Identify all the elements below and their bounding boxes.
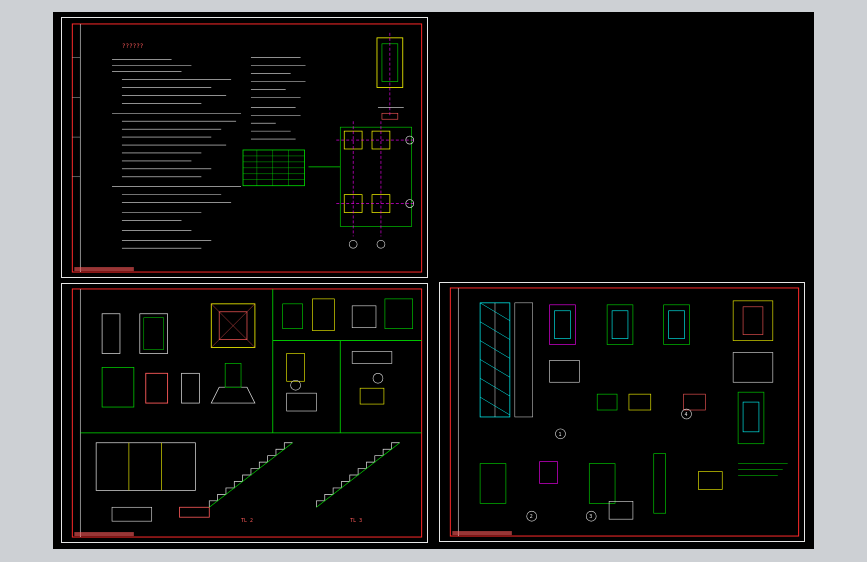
grid-bubble-a	[405, 135, 414, 145]
connection-details	[282, 298, 413, 412]
drawing-sheet-steel-details[interactable]: 1 2 3 4	[439, 282, 805, 542]
sheet-3-drawing: 1 2 3 4	[449, 287, 800, 537]
svg-text:4: 4	[685, 412, 688, 418]
grid-bubble-c	[348, 239, 358, 249]
stair-plan	[95, 442, 210, 522]
drawing-sheet-notes[interactable]: ??????	[61, 17, 428, 278]
detail-numbers: 1 2 3 4	[530, 412, 688, 520]
footing-details	[101, 303, 256, 408]
cad-model-viewport[interactable]: ??????	[53, 12, 814, 549]
sheet-3-title-block	[452, 531, 512, 536]
sheet-2-title-block	[74, 532, 134, 537]
sheet-2-red-frame	[71, 288, 423, 538]
grid-bubble-d	[376, 239, 386, 249]
sheet-1-red-frame	[71, 23, 423, 273]
sheet-1-general-notes	[112, 57, 306, 249]
sheet-1-schedule-table	[242, 149, 305, 187]
svg-text:1: 1	[558, 432, 561, 438]
sheet-1-drawing: ??????	[71, 23, 423, 273]
bottom-details	[479, 408, 723, 522]
sheet-1-title-block	[74, 267, 134, 272]
stair-section-1: TL 2	[208, 442, 293, 524]
sheet-1-foundation-plan	[308, 121, 416, 249]
svg-text:3: 3	[589, 514, 592, 520]
grid-bubble-b	[405, 199, 414, 208]
sheet-3-red-frame	[449, 287, 800, 537]
stair-2-label: TL 3	[350, 518, 362, 524]
stair-1-label: TL 2	[241, 518, 253, 524]
column-details	[549, 300, 774, 445]
sheet-3-notes	[738, 463, 788, 476]
svg-text:2: 2	[530, 514, 533, 520]
sheet-1-heading: ??????	[122, 43, 144, 50]
drawing-sheet-foundation-stairs[interactable]: TL 2 TL 3	[61, 283, 428, 543]
sheet-1-column-detail	[376, 32, 404, 120]
sheet-2-drawing: TL 2 TL 3	[71, 288, 423, 538]
stair-section-2: TL 3	[316, 442, 400, 524]
frame-elevation	[479, 302, 533, 418]
